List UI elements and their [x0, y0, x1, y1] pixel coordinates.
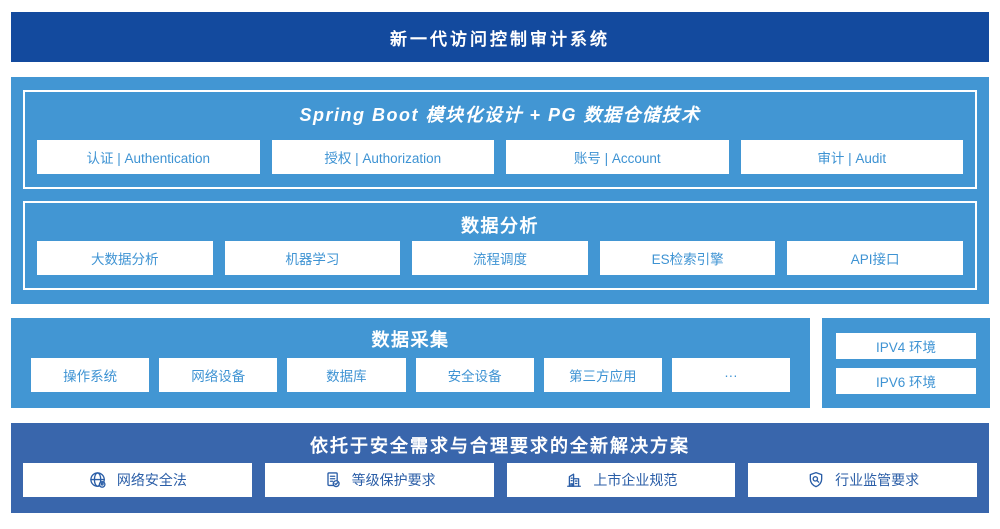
solution-title: 依托于安全需求与合理要求的全新解决方案 — [310, 436, 690, 456]
module-authentication: 认证 | Authentication — [37, 140, 260, 174]
collection-row: 操作系统 网络设备 数据库 安全设备 第三方应用 ··· — [11, 358, 810, 392]
network-environment-panel: IPV4 环境 IPV6 环境 — [822, 318, 990, 408]
analysis-row: 大数据分析 机器学习 流程调度 ES检索引擎 API接口 — [25, 241, 975, 275]
solution-row: 网络安全法 等级保护要求 — [11, 463, 989, 497]
page-title: 新一代访问控制审计系统 — [11, 12, 989, 62]
platform-section: Spring Boot 模块化设计 + PG 数据仓储技术 认证 | Authe… — [11, 77, 989, 304]
collection-security-device: 安全设备 — [415, 358, 534, 392]
solution-item-label: 网络安全法 — [116, 472, 187, 488]
data-collection-title: 数据采集 — [371, 330, 450, 350]
analysis-api: API接口 — [787, 241, 963, 275]
collection-os: 操作系统 — [31, 358, 150, 392]
solution-cybersecurity-law: 网络安全法 — [23, 463, 252, 497]
globe-location-icon — [90, 472, 106, 488]
analysis-es-search: ES检索引擎 — [599, 241, 776, 275]
document-check-icon — [326, 472, 340, 488]
module-audit: 审计 | Audit — [740, 140, 963, 174]
solution-section: 依托于安全需求与合理要求的全新解决方案 网络安全法 — [11, 423, 989, 513]
modules-row: 认证 | Authentication 授权 | Authorization 账… — [25, 140, 975, 174]
solution-listed-company: 上市企业规范 — [506, 463, 736, 497]
solution-industry-regulation: 行业监管要求 — [748, 463, 977, 497]
collection-network-device: 网络设备 — [159, 358, 278, 392]
analysis-workflow: 流程调度 — [412, 241, 588, 275]
data-analysis-title: 数据分析 — [461, 216, 539, 236]
springboot-modules-group: Spring Boot 模块化设计 + PG 数据仓储技术 认证 | Authe… — [23, 90, 977, 189]
solution-item-label: 上市企业规范 — [593, 472, 678, 488]
analysis-bigdata: 大数据分析 — [37, 241, 213, 275]
collection-database: 数据库 — [287, 358, 406, 392]
ipv4-environment: IPV4 环境 — [836, 332, 976, 359]
data-collection-section: 数据采集 操作系统 网络设备 数据库 安全设备 第三方应用 ··· — [11, 318, 810, 408]
analysis-machine-learning: 机器学习 — [224, 241, 401, 275]
solution-classified-protection: 等级保护要求 — [264, 463, 494, 497]
module-account: 账号 | Account — [506, 140, 729, 174]
data-analysis-group: 数据分析 大数据分析 机器学习 流程调度 ES检索引擎 API接口 — [23, 201, 977, 290]
collection-more: ··· — [671, 358, 791, 392]
solution-item-label: 行业监管要求 — [835, 472, 920, 488]
building-icon — [567, 473, 582, 487]
collection-third-party-app: 第三方应用 — [543, 358, 662, 392]
springboot-modules-title: Spring Boot 模块化设计 + PG 数据仓储技术 — [299, 105, 701, 125]
solution-item-label: 等级保护要求 — [351, 472, 436, 488]
ipv6-environment: IPV6 环境 — [836, 367, 976, 394]
module-authorization: 授权 | Authorization — [271, 140, 494, 174]
shield-search-icon — [809, 472, 823, 488]
